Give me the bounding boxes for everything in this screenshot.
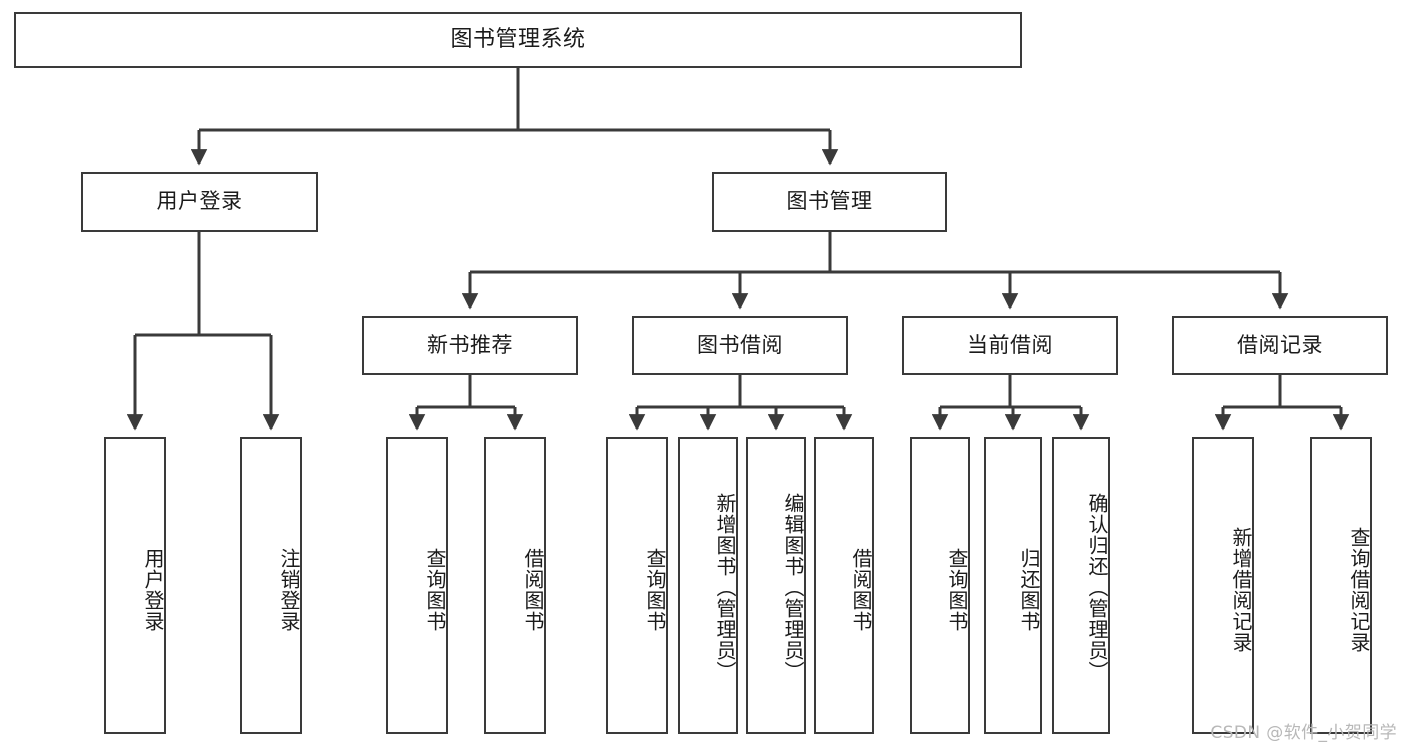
leaf-user-logout: 注销登录	[240, 437, 302, 734]
leaf-edit-book-admin: 编辑图书（管理员）	[746, 437, 806, 734]
leaf-query-borrow-record: 查询借阅记录	[1310, 437, 1372, 734]
node-new-book-recommendation: 新书推荐	[362, 316, 578, 375]
node-book-borrowing: 图书借阅	[632, 316, 848, 375]
leaf-query-books-current: 查询图书	[910, 437, 970, 734]
node-borrowing-records: 借阅记录	[1172, 316, 1388, 375]
leaf-borrow-books: 借阅图书	[814, 437, 874, 734]
node-user-login-module: 用户登录	[81, 172, 318, 232]
leaf-return-books: 归还图书	[984, 437, 1042, 734]
leaf-query-books-recommend: 查询图书	[386, 437, 448, 734]
leaf-borrow-books-recommend: 借阅图书	[484, 437, 546, 734]
node-root-system: 图书管理系统	[14, 12, 1022, 68]
leaf-add-book-admin: 新增图书（管理员）	[678, 437, 738, 734]
leaf-add-borrow-record: 新增借阅记录	[1192, 437, 1254, 734]
node-book-management-module: 图书管理	[712, 172, 947, 232]
leaf-confirm-return-admin: 确认归还（管理员）	[1052, 437, 1110, 734]
leaf-user-login: 用户登录	[104, 437, 166, 734]
csdn-watermark: CSDN @软件_小贺同学	[1210, 723, 1397, 743]
node-current-borrowing: 当前借阅	[902, 316, 1118, 375]
leaf-query-books-borrowing: 查询图书	[606, 437, 668, 734]
